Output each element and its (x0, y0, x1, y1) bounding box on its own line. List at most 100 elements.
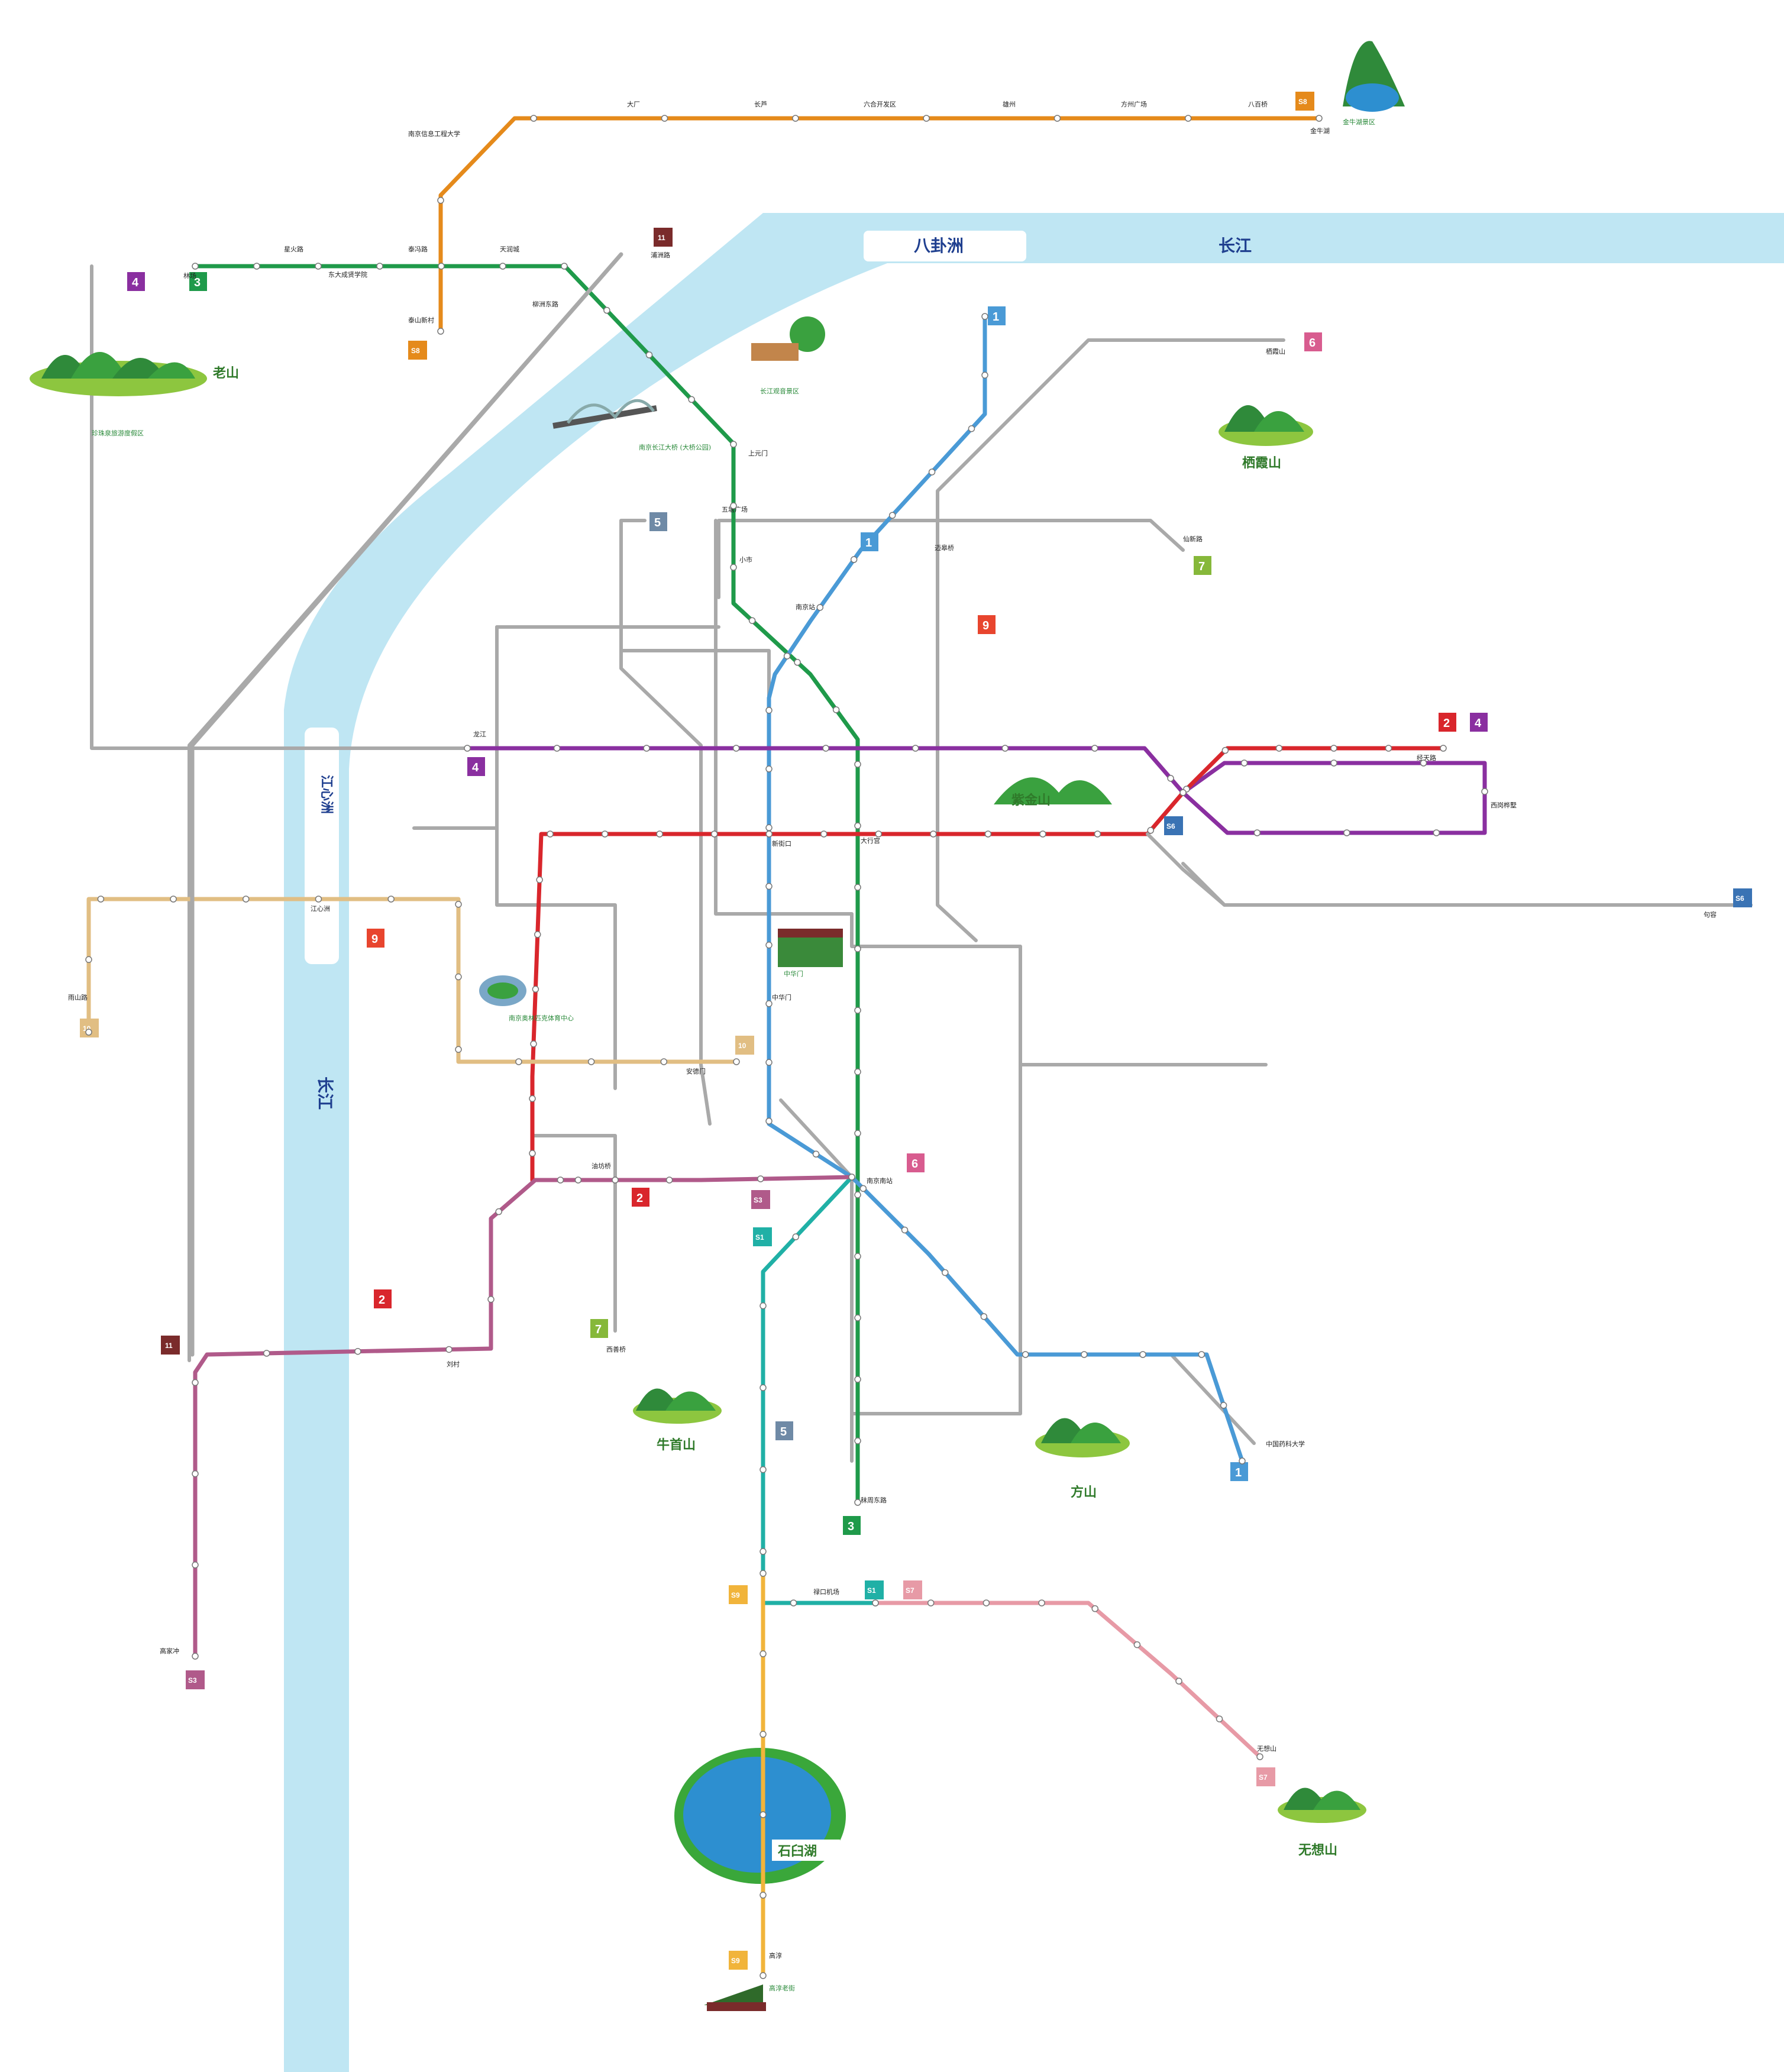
station-dot[interactable] (1316, 115, 1323, 122)
station-dot[interactable] (464, 745, 471, 752)
station-dot[interactable] (854, 1191, 861, 1198)
stn-babai[interactable]: 八百桥 (1248, 101, 1268, 108)
stn-nanzhan[interactable]: 南京南站 (867, 1176, 893, 1185)
station-dot[interactable] (437, 328, 444, 335)
station-dot[interactable] (1433, 829, 1440, 836)
station-dot[interactable] (822, 745, 829, 752)
badge-s7-bottom[interactable]: S7 (903, 1580, 922, 1599)
station-dot[interactable] (875, 830, 883, 838)
station-dot[interactable] (253, 263, 260, 270)
station-dot[interactable] (765, 830, 773, 838)
station-dot[interactable] (1091, 745, 1098, 752)
qixia-illustration[interactable] (1219, 405, 1313, 446)
badge-line6-top[interactable]: 6 (1304, 332, 1322, 351)
station-dot[interactable] (941, 1269, 949, 1276)
station-dot[interactable] (97, 896, 105, 903)
station-dot[interactable] (854, 1253, 861, 1260)
station-dot[interactable] (848, 1174, 855, 1181)
station-dot[interactable] (354, 1347, 361, 1355)
station-dot[interactable] (748, 617, 756, 624)
stn-chengxian[interactable]: 东大成贤学院 (328, 270, 367, 279)
station-dot[interactable] (984, 830, 992, 838)
stn-changlu[interactable]: 长芦 (754, 101, 767, 108)
station-dot[interactable] (487, 1295, 495, 1303)
station-dot[interactable] (1221, 746, 1229, 754)
badge-line7-bottom[interactable]: 7 (590, 1319, 608, 1338)
stn-zhonghuamen[interactable]: 中华门 (772, 993, 791, 1001)
station-dot[interactable] (901, 1226, 909, 1234)
badge-line7-top[interactable]: 7 (1194, 556, 1211, 575)
station-dot[interactable] (981, 371, 988, 379)
station-dot[interactable] (376, 263, 383, 270)
laoshan-illustration[interactable] (30, 352, 207, 396)
station-dot[interactable] (1198, 1351, 1206, 1358)
station-dot[interactable] (730, 564, 737, 571)
station-dot[interactable] (529, 1095, 536, 1103)
badge-line3-bottom[interactable]: 3 (843, 1516, 861, 1535)
station-dot[interactable] (192, 263, 199, 270)
station-dot[interactable] (1179, 789, 1187, 796)
station-dot[interactable] (661, 115, 668, 122)
station-dot[interactable] (792, 1233, 800, 1240)
station-dot[interactable] (765, 824, 773, 832)
station-dot[interactable] (660, 1058, 668, 1065)
station-dot[interactable] (854, 1314, 861, 1321)
stn-taishan[interactable]: 泰山新村 (408, 316, 434, 324)
badge-line2-right[interactable]: 2 (1439, 713, 1456, 732)
station-dot[interactable] (760, 1570, 767, 1577)
station-dot[interactable] (820, 830, 828, 838)
station-dot[interactable] (1001, 745, 1009, 752)
station-dot[interactable] (529, 1150, 536, 1157)
stn-xianxin[interactable]: 仙新路 (1183, 535, 1203, 543)
station-dot[interactable] (765, 765, 773, 772)
badge-line9-left[interactable]: 9 (367, 929, 384, 948)
wuxiang-illustration[interactable] (1278, 1787, 1366, 1824)
station-dot[interactable] (495, 1208, 502, 1216)
station-dot[interactable] (930, 830, 937, 838)
stn-ertiao[interactable]: 迈皋桥 (935, 544, 954, 552)
station-dot[interactable] (656, 830, 663, 838)
badge-line11-top[interactable]: 11 (654, 228, 673, 247)
badge-s6-mid[interactable]: S6 (1164, 816, 1183, 835)
station-dot[interactable] (765, 1000, 773, 1007)
stn-nanjing[interactable]: 南京站 (796, 603, 815, 611)
station-dot[interactable] (534, 931, 541, 938)
station-dot[interactable] (760, 1384, 767, 1391)
station-dot[interactable] (765, 883, 773, 890)
station-dot[interactable] (1253, 829, 1261, 836)
station-dot[interactable] (1094, 830, 1101, 838)
station-dot[interactable] (1481, 788, 1488, 795)
station-dot[interactable] (923, 115, 930, 122)
station-dot[interactable] (587, 1058, 595, 1065)
station-dot[interactable] (927, 1599, 935, 1606)
station-dot[interactable] (912, 745, 919, 752)
badge-s9-bottom[interactable]: S9 (729, 1951, 748, 1970)
station-dot[interactable] (1275, 745, 1283, 752)
station-dot[interactable] (760, 1811, 767, 1818)
station-dot[interactable] (530, 1040, 537, 1048)
badge-line3-left[interactable]: 3 (189, 272, 207, 291)
stn-qixiashan[interactable]: 栖霞山 (1266, 347, 1285, 355)
station-dot[interactable] (812, 1150, 820, 1158)
station-dot[interactable] (888, 512, 896, 519)
badge-line1-mid[interactable]: 1 (861, 532, 878, 551)
station-dot[interactable] (192, 1379, 199, 1386)
station-dot[interactable] (530, 115, 537, 122)
station-dot[interactable] (765, 941, 773, 949)
station-dot[interactable] (760, 1972, 767, 1979)
badge-s7-right[interactable]: S7 (1256, 1767, 1275, 1786)
station-dot[interactable] (1039, 830, 1046, 838)
station-dot[interactable] (561, 263, 568, 270)
station-dot[interactable] (730, 441, 737, 448)
badge-s3-bottom[interactable]: S3 (186, 1670, 205, 1689)
stn-liuzhou[interactable]: 柳洲东路 (532, 300, 558, 308)
station-dot[interactable] (1081, 1351, 1088, 1358)
station-dot[interactable] (854, 1437, 861, 1444)
badge-line5-top[interactable]: 5 (649, 512, 667, 531)
station-dot[interactable] (710, 830, 718, 838)
station-dot[interactable] (1256, 1753, 1263, 1760)
station-dot[interactable] (859, 1185, 867, 1192)
stn-pushou[interactable]: 浦洲路 (651, 251, 670, 259)
station-dot[interactable] (437, 196, 444, 204)
stn-wuxiangshan[interactable]: 无想山 (1257, 1744, 1276, 1753)
